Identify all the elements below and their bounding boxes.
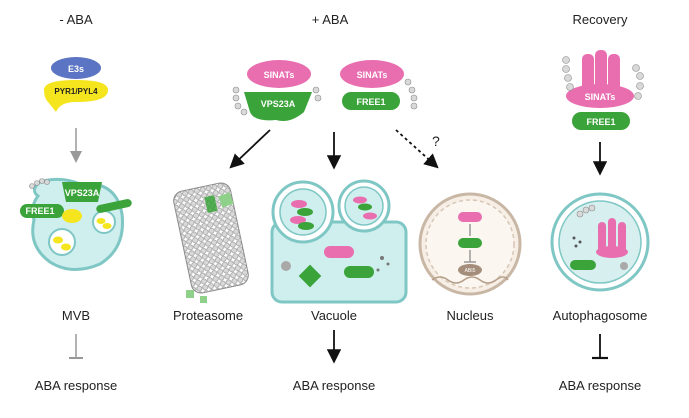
- header-minus-aba: - ABA: [59, 12, 93, 27]
- label-vacuole: Vacuole: [310, 308, 358, 323]
- aba-response-right: ABA response: [558, 378, 642, 393]
- sinats-label-2: SINATs: [357, 70, 388, 80]
- mvb-cell: VPS23A FREE1: [20, 177, 132, 271]
- arrow-to-proteasome: [229, 129, 271, 169]
- proteasome: [173, 182, 249, 303]
- free1-label-2: FREE1: [586, 117, 615, 127]
- nucleus: ABI5: [418, 192, 522, 296]
- label-mvb: MVB: [61, 308, 91, 323]
- vacuole: [270, 179, 408, 304]
- sinats-vps23a-complex: SINATs VPS23A: [232, 60, 322, 121]
- header-recovery: Recovery: [572, 12, 628, 27]
- mvb-free1-label: FREE1: [25, 206, 54, 216]
- header-plus-aba: + ABA: [311, 12, 349, 27]
- label-autophagosome: Autophagosome: [552, 308, 648, 323]
- abi5-label: ABI5: [465, 268, 476, 274]
- aba-response-left: ABA response: [34, 378, 118, 393]
- autophagosome: [550, 192, 650, 292]
- e3s-label: E3s: [68, 64, 84, 74]
- sinats-label-3: SINATs: [585, 92, 616, 102]
- sinats-free1-complex: SINATs FREE1: [340, 60, 418, 110]
- arrow-to-nucleus: [395, 129, 439, 169]
- aba-response-middle: ABA response: [292, 378, 376, 393]
- label-nucleus: Nucleus: [446, 308, 494, 323]
- vps23a-label-1: VPS23A: [261, 99, 296, 109]
- pyr-label: PYR1/PYL4: [54, 87, 98, 96]
- sinats-label-1: SINATs: [264, 70, 295, 80]
- recovery-complex: SINATs FREE1: [562, 50, 644, 130]
- e3s-complex: E3s PYR1/PYL4: [44, 57, 108, 112]
- question-mark: ?: [432, 133, 440, 149]
- label-proteasome: Proteasome: [172, 308, 244, 323]
- mvb-vps23a-label: VPS23A: [65, 188, 100, 198]
- free1-label-1: FREE1: [356, 97, 385, 107]
